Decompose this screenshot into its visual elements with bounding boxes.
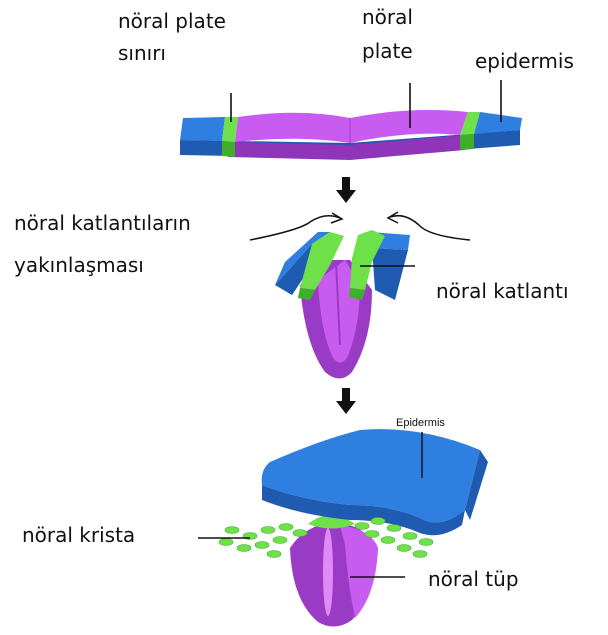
stage-neural-tube <box>198 429 488 626</box>
stage-neural-plate <box>180 80 522 160</box>
arrow-down-1 <box>336 177 356 203</box>
label-convergence-2: yakınlaşması <box>14 252 144 279</box>
label-neural-plate-1: nöral <box>362 4 413 31</box>
label-neural-plate-border-1: nöral plate <box>118 8 226 35</box>
label-epidermis: epidermis <box>475 48 574 75</box>
label-neural-plate-2: plate <box>362 38 413 65</box>
label-neural-crest: nöral krista <box>22 522 135 549</box>
plate-right-border-thickness <box>460 134 474 150</box>
right-fold-epidermis-side <box>372 248 408 300</box>
label-neural-plate-border-2: sınırı <box>118 40 166 67</box>
arrow-down-2 <box>336 388 356 414</box>
label-neural-fold: nöral katlantı <box>436 278 569 305</box>
label-neural-tube: nöral tüp <box>428 566 519 593</box>
plate-left-epidermis <box>180 117 225 141</box>
neural-tube-lumen <box>323 528 333 616</box>
label-convergence-1: nöral katlantıların <box>14 210 191 237</box>
label-epidermis-small: Epidermis <box>396 416 445 431</box>
plate-left-border-thickness <box>222 141 235 157</box>
